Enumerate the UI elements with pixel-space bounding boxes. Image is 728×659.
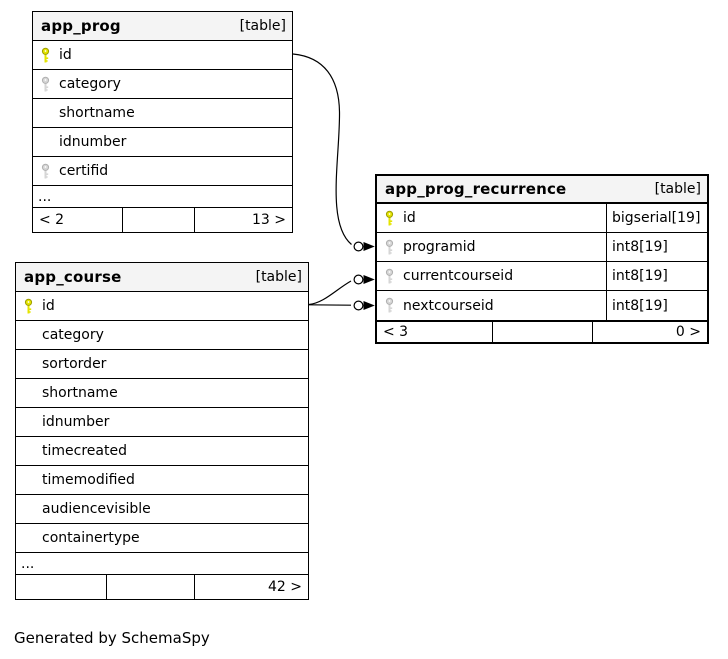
parents-count: < 2 [33, 208, 123, 232]
column-name: idnumber [59, 134, 127, 150]
column-row-category: category [16, 321, 308, 350]
column-name: category [42, 327, 104, 343]
footer-middle-cell [107, 575, 195, 599]
column-name: shortname [59, 105, 135, 121]
children-count: 42 > [268, 579, 302, 595]
column-name: sortorder [42, 356, 107, 372]
table-app_prog[interactable]: app_prog [table] id category shortname i… [32, 11, 293, 233]
footer-middle-cell [493, 322, 593, 342]
table-app_prog_recurrence-header[interactable]: app_prog_recurrence [table] [377, 176, 707, 204]
column-type: bigserial[19] [612, 210, 701, 226]
arrowhead-nextcourseid [363, 301, 375, 310]
table-app_prog-header[interactable]: app_prog [table] [33, 12, 292, 41]
column-name: audiencevisible [42, 501, 151, 517]
column-row-containertype: containertype [16, 524, 308, 553]
table-title: app_course [24, 268, 122, 286]
column-name: shortname [42, 385, 118, 401]
column-name: id [59, 47, 72, 63]
column-name: id [42, 298, 55, 314]
hidden-columns-ellipsis: ... [33, 186, 292, 208]
column-name: idnumber [42, 414, 110, 430]
column-type: int8[19] [612, 297, 668, 314]
column-row-category: category [33, 70, 292, 99]
column-row-shortname: shortname [16, 379, 308, 408]
column-row-certifid: certifid [33, 157, 292, 186]
column-name: nextcourseid [403, 297, 494, 314]
foreign-key-icon [384, 268, 396, 285]
children-count: 13 > [252, 212, 286, 228]
column-row-timecreated: timecreated [16, 437, 308, 466]
column-type: int8[19] [612, 239, 668, 255]
column-row-id: id [16, 292, 308, 321]
primary-key-icon [40, 47, 52, 64]
table-app_prog-footer: < 2 13 > [33, 208, 292, 232]
column-name: containertype [42, 530, 140, 546]
table-type-badge: [table] [239, 18, 286, 34]
table-type-badge: [table] [255, 269, 302, 285]
column-row-sortorder: sortorder [16, 350, 308, 379]
relationship-line-course-currentcourseid [308, 280, 352, 306]
column-name: currentcourseid [403, 268, 514, 284]
crowfoot-circle-nextcourseid [353, 300, 364, 311]
table-title: app_prog_recurrence [385, 180, 567, 198]
column-name: certifid [59, 163, 109, 179]
generated-by-note: Generated by SchemaSpy [14, 629, 210, 647]
table-type-badge: [table] [654, 181, 701, 197]
column-row-id: id [33, 41, 292, 70]
column-name: id [403, 210, 416, 226]
table-app_course-header[interactable]: app_course [table] [16, 263, 308, 292]
crowfoot-circle-programid [353, 241, 364, 252]
table-app_prog_recurrence[interactable]: app_prog_recurrence [table] id bigserial… [375, 174, 709, 344]
column-type: int8[19] [612, 268, 668, 284]
column-name: category [59, 76, 121, 92]
column-row-audiencevisible: audiencevisible [16, 495, 308, 524]
column-row-idnumber: idnumber [33, 128, 292, 157]
foreign-key-icon [384, 297, 396, 314]
foreign-key-icon [40, 76, 52, 93]
crowfoot-circle-currentcourseid [353, 274, 364, 285]
children-count: 0 > [675, 324, 701, 340]
column-name: timecreated [42, 443, 127, 459]
column-row-programid: programid int8[19] [377, 233, 707, 262]
arrowhead-programid [363, 242, 375, 251]
foreign-key-icon [40, 163, 52, 180]
column-row-shortname: shortname [33, 99, 292, 128]
column-name: timemodified [42, 472, 135, 488]
table-app_prog_recurrence-footer: < 3 0 > [377, 320, 707, 342]
parents-count: < 3 [377, 322, 493, 342]
table-title: app_prog [41, 17, 121, 35]
column-row-currentcourseid: currentcourseid int8[19] [377, 262, 707, 291]
arrowhead-currentcourseid [363, 275, 375, 284]
relationship-line-prog-programid [292, 53, 352, 245]
table-app_course[interactable]: app_course [table] id category sortorder… [15, 262, 309, 600]
footer-middle-cell [123, 208, 195, 232]
primary-key-icon [23, 298, 35, 315]
table-app_course-footer: 42 > [16, 575, 308, 599]
parents-count [16, 575, 107, 599]
column-row-nextcourseid: nextcourseid int8[19] [377, 291, 707, 320]
column-row-timemodified: timemodified [16, 466, 308, 495]
foreign-key-icon [384, 239, 396, 256]
primary-key-icon [384, 210, 396, 227]
column-row-idnumber: idnumber [16, 408, 308, 437]
column-name: programid [403, 239, 476, 255]
hidden-columns-ellipsis: ... [16, 553, 308, 575]
column-row-id: id bigserial[19] [377, 204, 707, 233]
